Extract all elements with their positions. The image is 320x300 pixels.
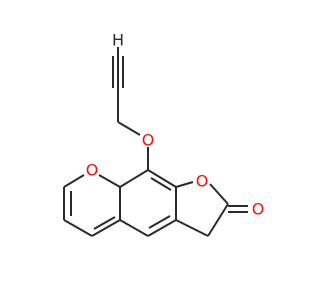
atom-labels: H O O O O [86,31,265,219]
bond-ch2-o [117,121,141,136]
bond-o-c2 [209,183,229,205]
bond-c9-c8a [119,169,149,188]
molecule-canvas: H O O O O [63,31,265,237]
bond-c4-c4a-left [91,219,121,237]
atom-o-carbonyl-label: O [252,200,265,219]
bond-c3-c4 [63,219,93,237]
bond-c8a-o1 [98,174,121,188]
bond-c9-c9a [147,169,177,188]
atom-o-ether-label: O [142,131,155,150]
bond-o1-c2 [63,174,85,188]
bond-c2-c3 [207,203,229,237]
bond-c4-c4a-left-inner [93,216,116,230]
bond-c3a-c4 [147,219,177,237]
bond-c9-c9a-inner [150,177,172,191]
atom-o-pyran-ring-label: O [86,161,99,180]
bond-c4-c4a [119,219,149,237]
structure-diagram: H O O O O [63,31,265,237]
atom-h-label: H [112,31,124,50]
bond-c9a-o [175,181,194,188]
bond-c3-c3a [175,219,209,237]
bond-c3a-c4-inner [148,215,171,229]
bonds [63,47,248,237]
atom-o-furanone-ring-label: O [196,172,209,191]
